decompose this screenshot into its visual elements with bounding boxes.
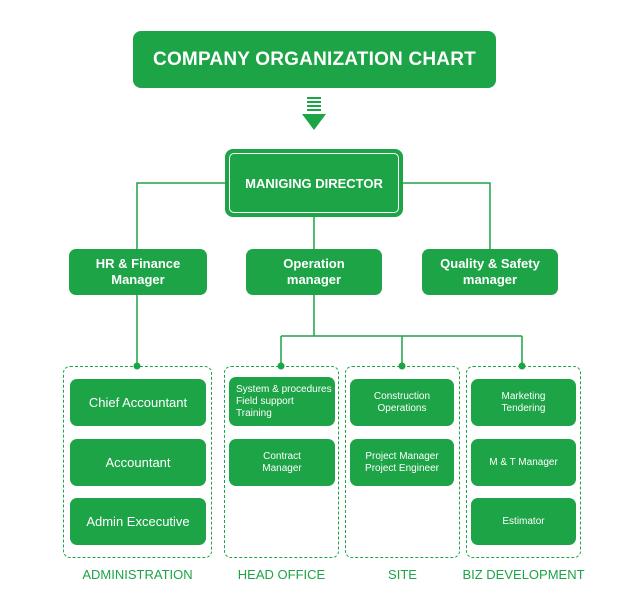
managing-director-label: MANIGING DIRECTOR — [229, 153, 399, 213]
head-office-group — [224, 366, 339, 558]
chart-title: COMPANY ORGANIZATION CHART — [133, 31, 496, 88]
connector-md-hr — [136, 182, 225, 249]
construction-operations-box: Construction Operations — [350, 379, 454, 426]
administration-group — [63, 366, 212, 558]
down-arrow-bars — [307, 97, 321, 113]
marketing-tendering-box: Marketing Tendering — [471, 379, 576, 426]
hr-finance-manager-box: HR & Finance Manager — [69, 249, 207, 295]
accountant-box: Accountant — [70, 439, 206, 486]
contract-manager-box: Contract Manager — [229, 439, 335, 486]
administration-label: ADMINISTRATION — [82, 567, 193, 582]
connector-md-quality — [403, 182, 491, 249]
mt-manager-box: M & T Manager — [471, 439, 576, 486]
biz-development-label: BIZ DEVELOPMENT — [462, 567, 585, 582]
admin-executive-box: Admin Excecutive — [70, 498, 206, 545]
site-label: SITE — [388, 567, 417, 582]
operation-manager-box: Operation manager — [246, 249, 382, 295]
down-arrow-icon — [302, 114, 326, 130]
biz-development-group — [466, 366, 581, 558]
system-procedures-box: System & procedures Field support Traini… — [229, 377, 335, 426]
estimator-box: Estimator — [471, 498, 576, 545]
head-office-label: HEAD OFFICE — [237, 567, 326, 582]
site-group — [345, 366, 460, 558]
project-manager-engineer-box: Project Manager Project Engineer — [350, 439, 454, 486]
quality-safety-manager-box: Quality & Safety manager — [422, 249, 558, 295]
managing-director-box: MANIGING DIRECTOR — [225, 149, 403, 217]
chief-accountant-box: Chief Accountant — [70, 379, 206, 426]
